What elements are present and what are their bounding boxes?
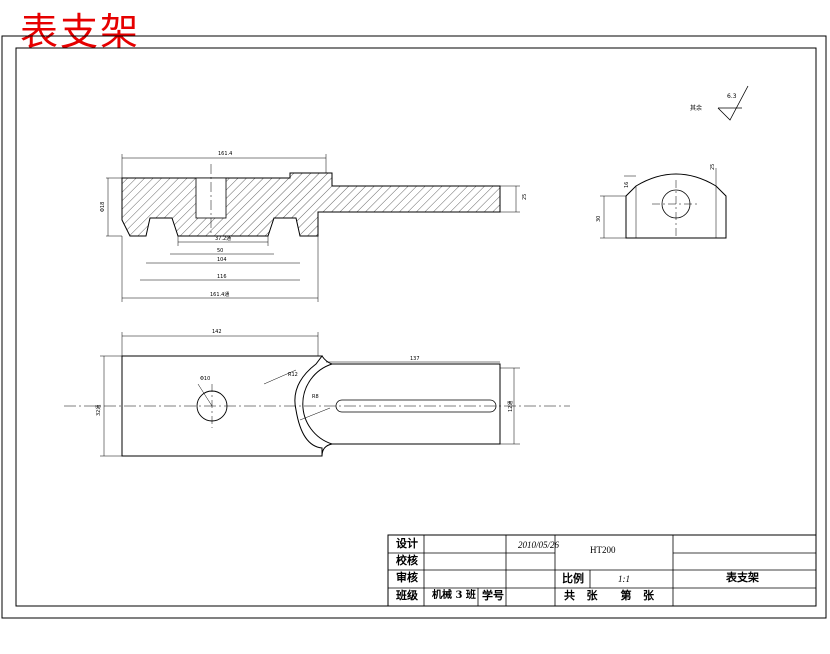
dim-a: 37.2通 [215, 235, 231, 242]
dim-phi: Φ18 [100, 202, 106, 212]
dim-f: 25 [522, 194, 528, 200]
tb-class-value: 机械 3 班 [432, 590, 476, 601]
tb-part-name: 表支架 [726, 571, 759, 584]
surface-finish-symbol: 其余 6.3 [690, 85, 749, 121]
dim-top-length: 161.4 [218, 151, 232, 157]
title-block: 设计 校核 审核 班级 机械 3 班 学号 2010/05/26 HT200 比… [388, 535, 816, 606]
dim-e: 161.4通 [210, 291, 229, 298]
dim-h: 142 [212, 329, 222, 335]
dim-j: R8 [312, 394, 319, 400]
tb-scale-label: 比例 [562, 572, 584, 585]
tb-student-no-label: 学号 [482, 589, 504, 602]
title-block-grid [387, 534, 817, 607]
dim-k: R12 [288, 372, 298, 378]
dim-l: Φ10 [200, 376, 210, 382]
tb-design-label: 设计 [396, 537, 418, 550]
side-view: 30 16 25 [596, 164, 727, 239]
dim-b: 50 [217, 248, 223, 254]
tb-check-label: 校核 [396, 554, 418, 567]
surface-finish-label: 其余 [690, 104, 702, 112]
side-dim-b: 16 [624, 182, 630, 188]
dim-c: 104 [217, 257, 227, 263]
drawing-title: 表支架 [20, 10, 141, 54]
tb-review-label: 审核 [396, 571, 418, 584]
tb-scale-value: 1:1 [618, 574, 630, 584]
dim-d: 116 [217, 274, 227, 280]
tb-material: HT200 [590, 545, 616, 555]
tb-date: 2010/05/26 [518, 540, 560, 550]
side-dim-c: 25 [710, 164, 716, 170]
dim-i: 137 [410, 356, 420, 362]
front-section-view: Φ18 161.4 37.2通 50 104 116 161.4通 25 [100, 151, 528, 302]
tb-sheets: 共 张 第 张 [564, 589, 654, 602]
surface-finish-value: 6.3 [727, 93, 737, 100]
tb-class-label: 班级 [396, 589, 418, 602]
outer-border [1, 35, 827, 619]
inner-border [15, 47, 817, 607]
dim-width: 32通 [95, 405, 102, 416]
side-dim-a: 30 [596, 216, 602, 222]
top-view: 142 32通 137 12通 R12 R8 Φ10 [64, 329, 570, 457]
dim-slot-width: 12通 [507, 401, 514, 412]
